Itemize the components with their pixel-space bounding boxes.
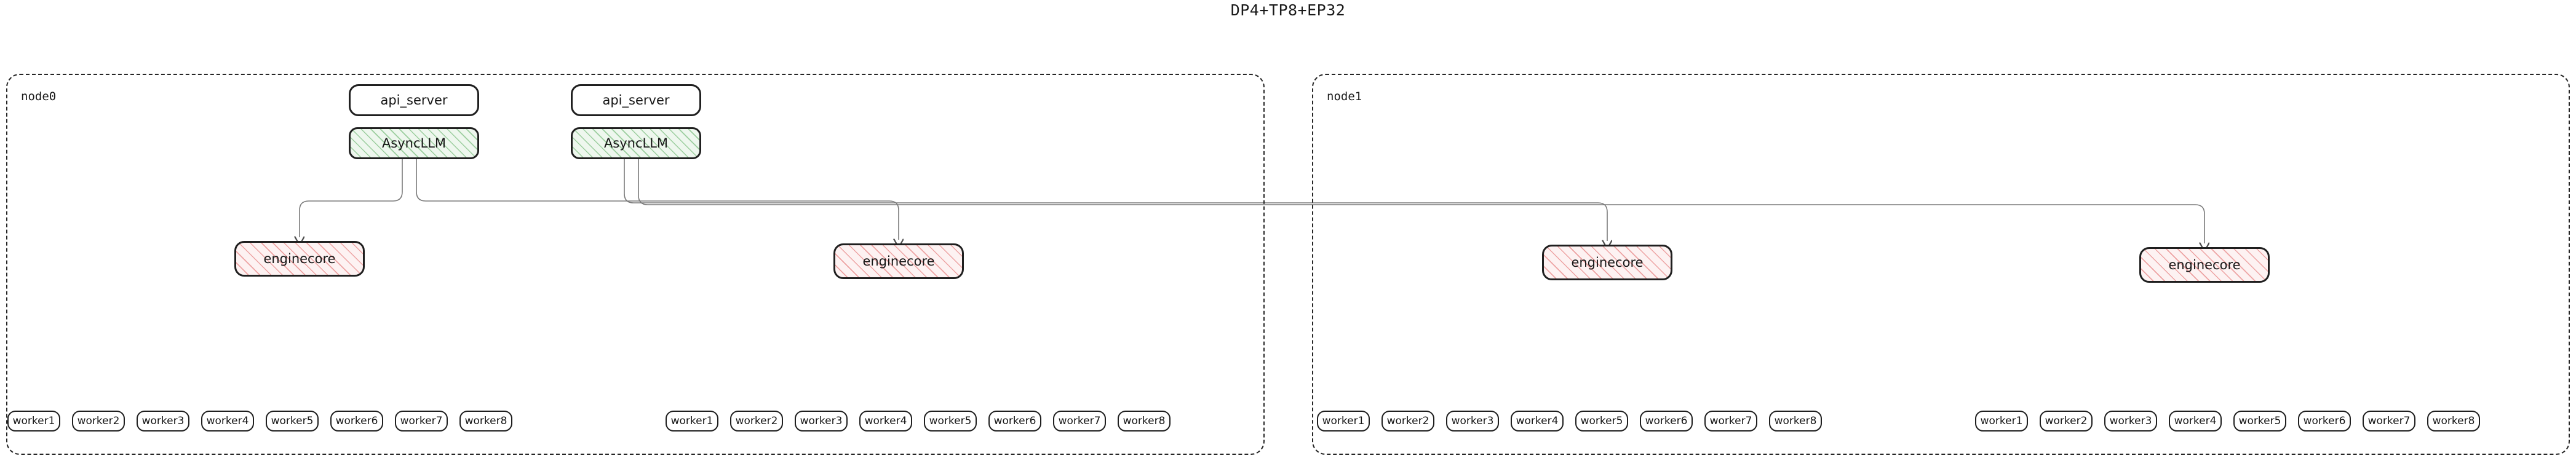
worker-box[interactable]: worker7 <box>1704 411 1757 432</box>
async-llm-box[interactable]: AsyncLLM <box>571 127 701 159</box>
worker-box[interactable]: worker6 <box>2298 411 2351 432</box>
worker-box[interactable]: worker4 <box>201 411 254 432</box>
cluster-node0 <box>6 74 1265 455</box>
cluster-label-node0: node0 <box>21 90 57 103</box>
enginecore-box[interactable]: enginecore <box>833 243 964 279</box>
worker-box[interactable]: worker3 <box>137 411 189 432</box>
worker-box[interactable]: worker7 <box>1053 411 1106 432</box>
worker-box[interactable]: worker2 <box>1381 411 1434 432</box>
worker-box[interactable]: worker8 <box>1118 411 1171 432</box>
worker-box[interactable]: worker1 <box>1975 411 2028 432</box>
enginecore-box[interactable]: enginecore <box>2139 247 2270 283</box>
worker-box[interactable]: worker4 <box>1511 411 1564 432</box>
enginecore-box[interactable]: enginecore <box>1542 245 1672 280</box>
worker-box[interactable]: worker8 <box>459 411 512 432</box>
worker-box[interactable]: worker7 <box>2363 411 2415 432</box>
worker-box[interactable]: worker5 <box>1575 411 1628 432</box>
worker-box[interactable]: worker8 <box>2427 411 2480 432</box>
worker-box[interactable]: worker8 <box>1769 411 1822 432</box>
worker-box[interactable]: worker6 <box>330 411 383 432</box>
worker-box[interactable]: worker4 <box>2169 411 2222 432</box>
worker-box[interactable]: worker5 <box>2233 411 2286 432</box>
worker-box[interactable]: worker3 <box>2104 411 2157 432</box>
worker-box[interactable]: worker7 <box>395 411 448 432</box>
api-server-box[interactable]: api_server <box>349 84 479 116</box>
async-llm-box[interactable]: AsyncLLM <box>349 127 479 159</box>
worker-box[interactable]: worker5 <box>924 411 977 432</box>
diagram-title: DP4+TP8+EP32 <box>1230 1 1346 19</box>
worker-box[interactable]: worker1 <box>7 411 60 432</box>
cluster-node1 <box>1312 74 2570 455</box>
worker-box[interactable]: worker6 <box>1640 411 1693 432</box>
worker-box[interactable]: worker2 <box>72 411 125 432</box>
worker-box[interactable]: worker3 <box>795 411 848 432</box>
worker-box[interactable]: worker1 <box>1317 411 1370 432</box>
worker-box[interactable]: worker6 <box>988 411 1041 432</box>
worker-box[interactable]: worker4 <box>859 411 912 432</box>
cluster-label-node1: node1 <box>1327 90 1362 103</box>
worker-box[interactable]: worker5 <box>266 411 319 432</box>
worker-box[interactable]: worker2 <box>730 411 783 432</box>
worker-box[interactable]: worker1 <box>666 411 718 432</box>
worker-box[interactable]: worker2 <box>2040 411 2093 432</box>
worker-box[interactable]: worker3 <box>1446 411 1499 432</box>
api-server-box[interactable]: api_server <box>571 84 701 116</box>
enginecore-box[interactable]: enginecore <box>234 241 365 277</box>
